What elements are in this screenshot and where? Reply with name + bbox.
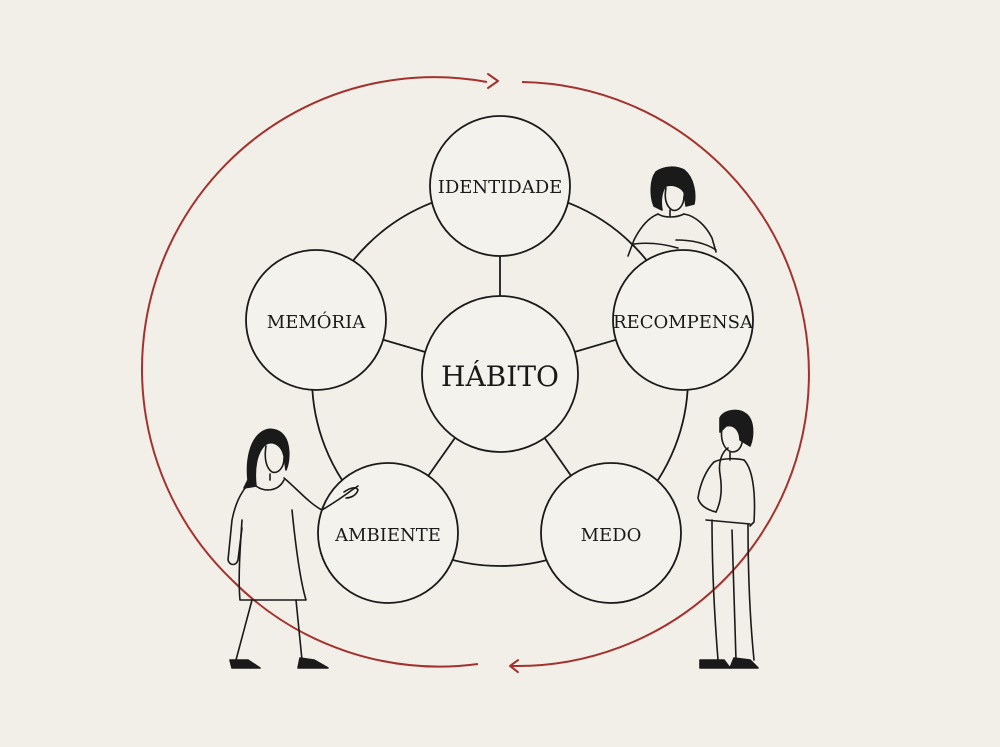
cycle-arrow-head-top <box>487 73 499 89</box>
node-label-memoria: MEMÓRIA <box>267 310 366 333</box>
node-ambiente: AMBIENTE <box>317 462 459 604</box>
spokes <box>382 256 617 477</box>
node-label-medo: MEDO <box>581 525 642 546</box>
node-label-ambiente: AMBIENTE <box>334 525 441 546</box>
center-label: HÁBITO <box>441 360 559 393</box>
person-woman-gesturing-icon <box>227 428 359 669</box>
person-man-thinking-icon <box>697 409 759 669</box>
cycle-arrow-bottom <box>231 579 479 668</box>
node-identidade: IDENTIDADE <box>429 115 571 257</box>
spoke-recompensa <box>574 338 617 353</box>
spoke-ambiente <box>427 437 456 477</box>
spoke-memoria <box>382 338 426 353</box>
center-node: HÁBITO <box>421 295 579 453</box>
cycle-arrow-right <box>509 81 811 674</box>
cycle-arrow-top <box>141 76 488 581</box>
node-label-recompensa: RECOMPENSA <box>613 312 754 333</box>
node-memoria: MEMÓRIA <box>245 249 387 391</box>
node-label-identidade: IDENTIDADE <box>438 177 563 198</box>
person-woman-leaning-icon <box>627 166 717 257</box>
node-medo: MEDO <box>540 462 682 604</box>
spoke-medo <box>543 437 572 477</box>
node-recompensa: RECOMPENSA <box>612 249 754 391</box>
